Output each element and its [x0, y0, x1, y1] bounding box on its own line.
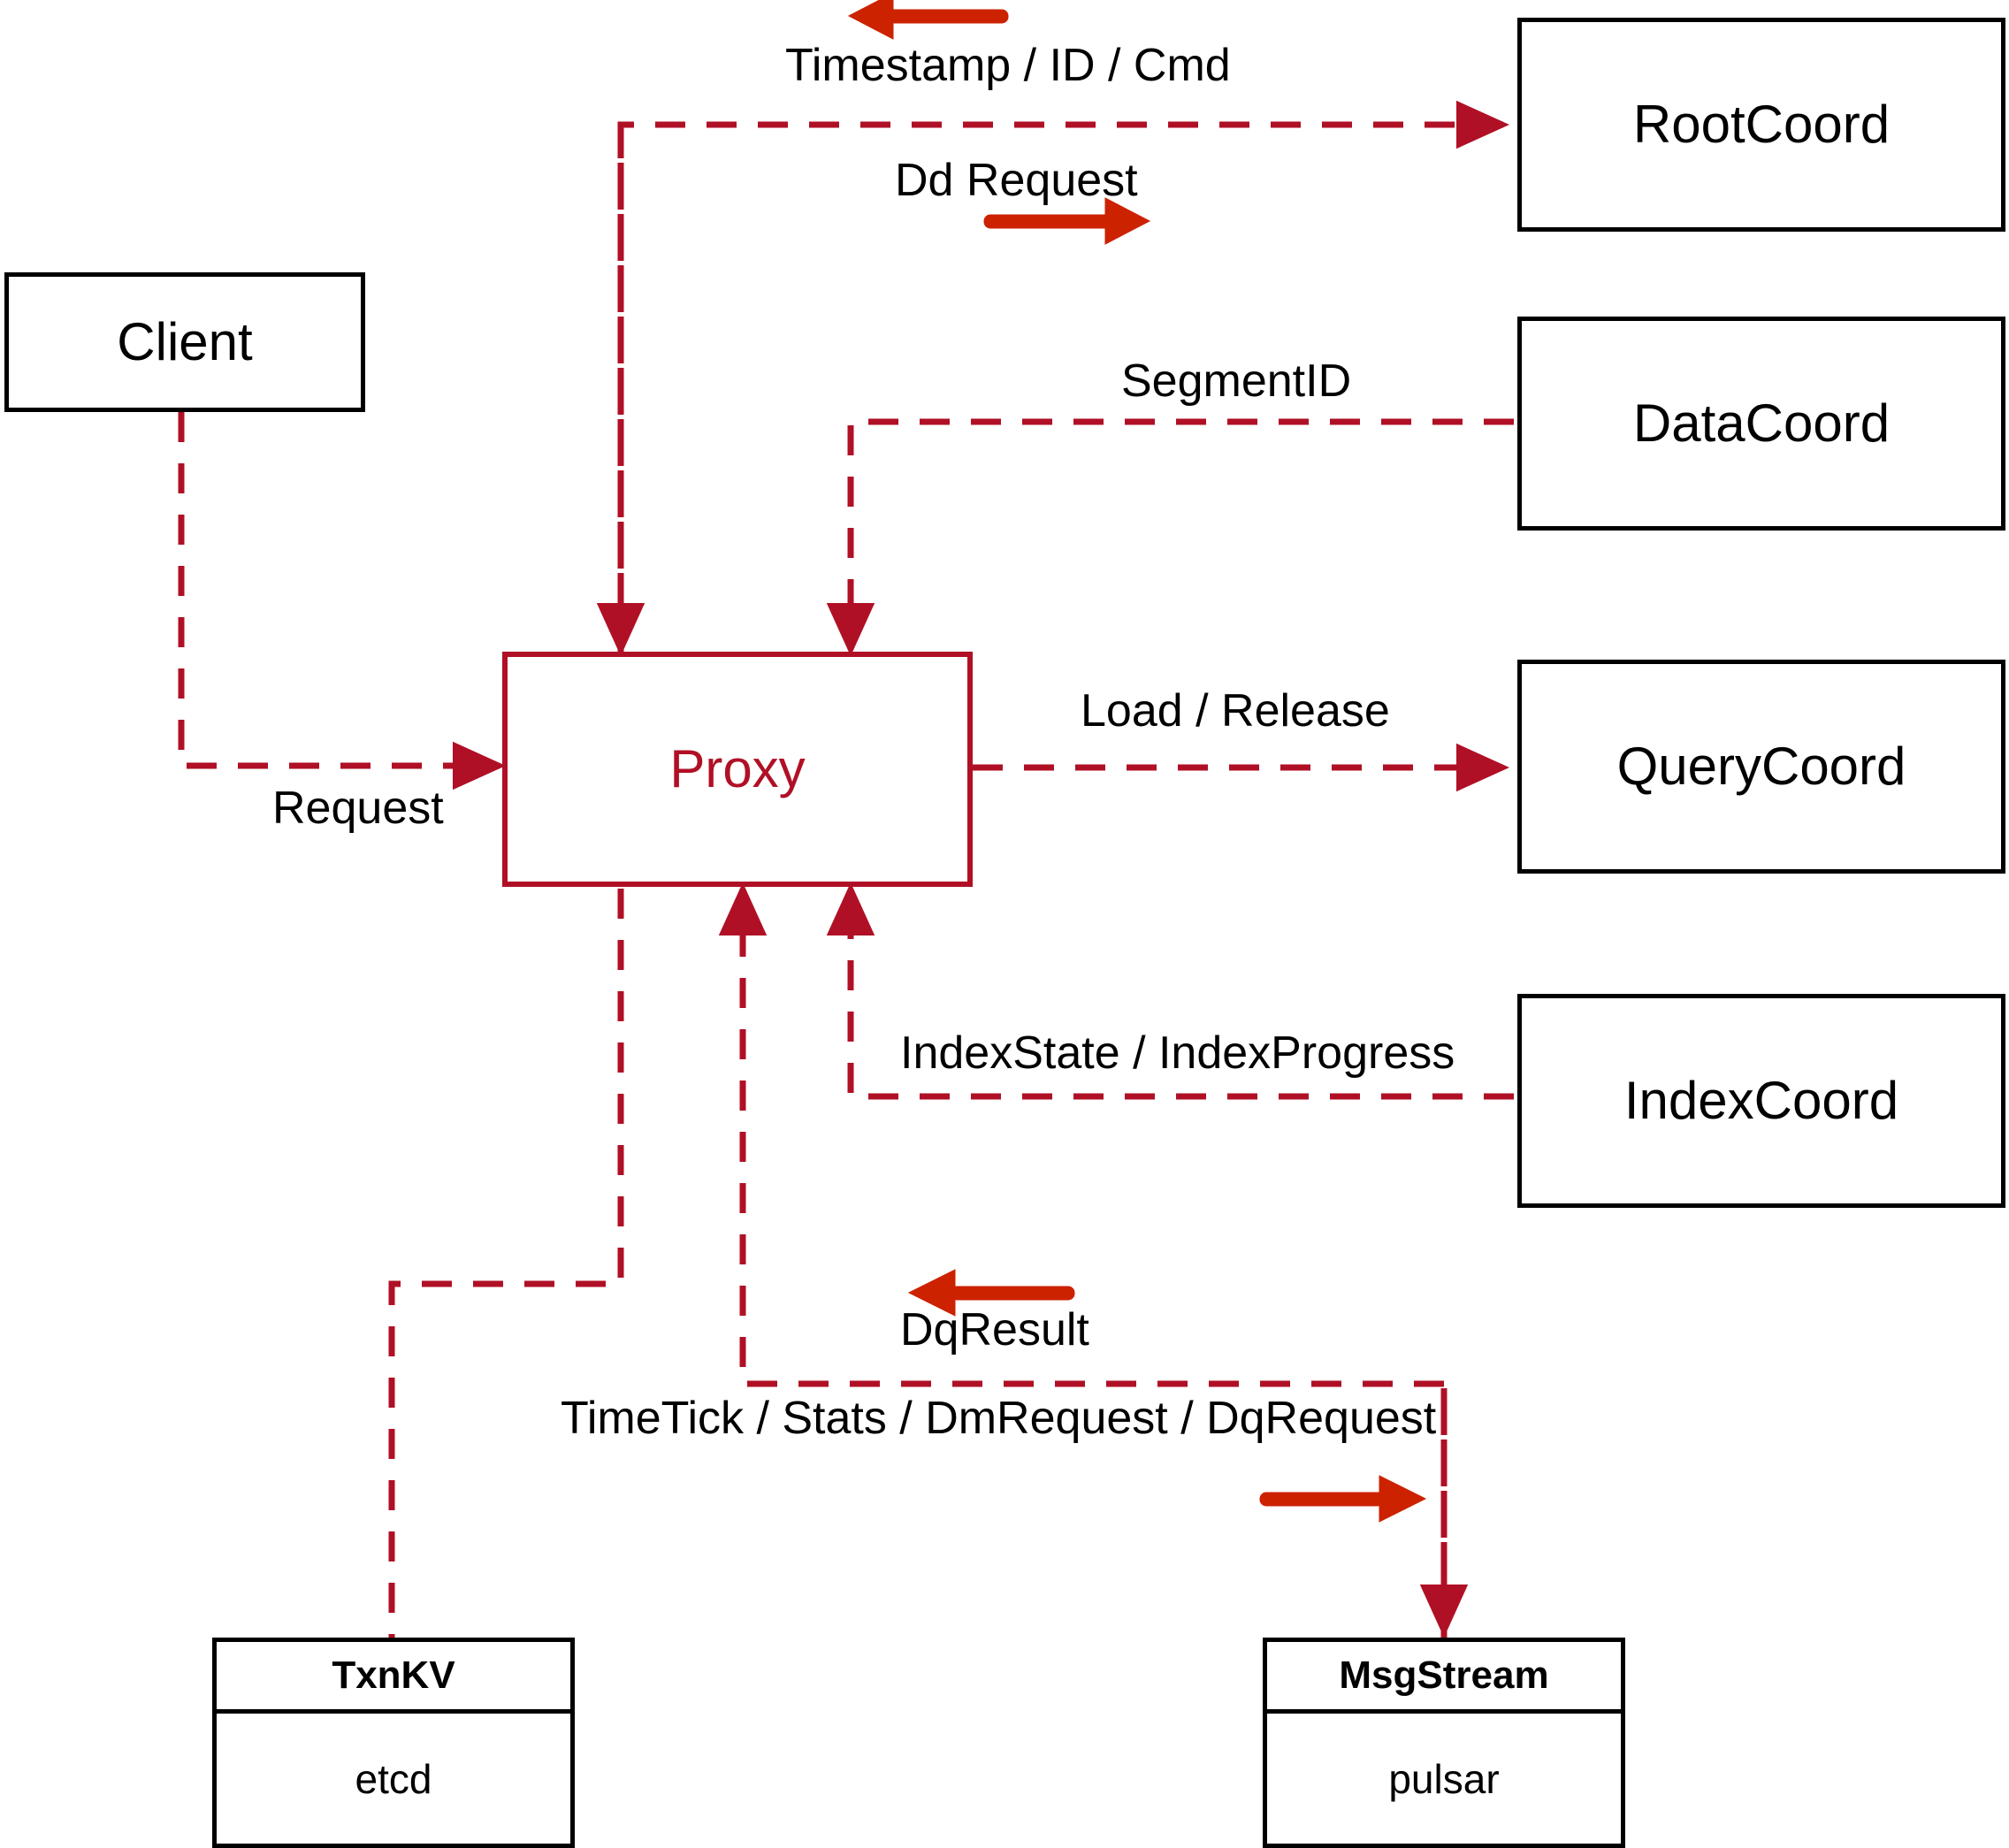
- edge-request-path: [178, 412, 507, 790]
- edge-label-load-release: Load / Release: [1081, 685, 1390, 737]
- edge-label-dq-result: DqResult: [900, 1304, 1089, 1355]
- node-proxy-label: Proxy: [669, 739, 806, 798]
- node-proxy[interactable]: Proxy: [502, 652, 973, 887]
- node-txnkv-title: TxnKV: [332, 1653, 455, 1697]
- node-indexcoord-label: IndexCoord: [1623, 1071, 1899, 1130]
- node-client-label: Client: [117, 312, 253, 371]
- edge-segmentid-path: [826, 418, 1514, 657]
- solid-arrow-ddrequest: [983, 197, 1151, 245]
- node-msgstream-body: pulsar: [1267, 1714, 1621, 1844]
- solid-arrow-timestamp: [847, 0, 1009, 40]
- node-datacoord[interactable]: DataCoord: [1517, 317, 2005, 531]
- edge-label-timestamp-id-cmd: Timestamp / ID / Cmd: [785, 40, 1231, 91]
- node-txnkv-body: etcd: [217, 1714, 570, 1844]
- node-txnkv-header: TxnKV: [217, 1642, 570, 1714]
- edge-dqresult-path: [718, 882, 1448, 1640]
- solid-arrow-dqresult: [907, 1269, 1075, 1317]
- node-rootcoord-label: RootCoord: [1632, 95, 1891, 154]
- node-datacoord-label: DataCoord: [1632, 393, 1891, 453]
- edge-label-timetick-stats-dm-dq: TimeTick / Stats / DmRequest / DqRequest: [561, 1393, 1437, 1444]
- node-rootcoord[interactable]: RootCoord: [1517, 18, 2005, 232]
- solid-arrow-timetick: [1259, 1475, 1427, 1523]
- node-client[interactable]: Client: [4, 272, 365, 412]
- edge-label-request: Request: [272, 783, 444, 834]
- edge-label-index-state-progress: IndexState / IndexProgress: [900, 1027, 1455, 1079]
- node-msgstream-impl: pulsar: [1388, 1755, 1500, 1802]
- node-querycoord[interactable]: QueryCoord: [1517, 660, 2005, 874]
- node-txnkv-impl: etcd: [355, 1755, 432, 1802]
- node-txnkv[interactable]: TxnKV etcd: [212, 1638, 575, 1848]
- node-indexcoord[interactable]: IndexCoord: [1517, 994, 2005, 1208]
- edge-txnkv-path: [388, 889, 624, 1638]
- node-msgstream-title: MsgStream: [1339, 1653, 1549, 1697]
- edge-indexstate-path: [826, 882, 1514, 1100]
- node-querycoord-label: QueryCoord: [1616, 737, 1906, 796]
- edge-label-dd-request: Dd Request: [895, 155, 1138, 206]
- edge-label-segment-id: SegmentID: [1121, 355, 1352, 407]
- node-msgstream-header: MsgStream: [1267, 1642, 1621, 1714]
- node-msgstream[interactable]: MsgStream pulsar: [1263, 1638, 1625, 1848]
- edge-rootcoord-path: [617, 100, 1510, 654]
